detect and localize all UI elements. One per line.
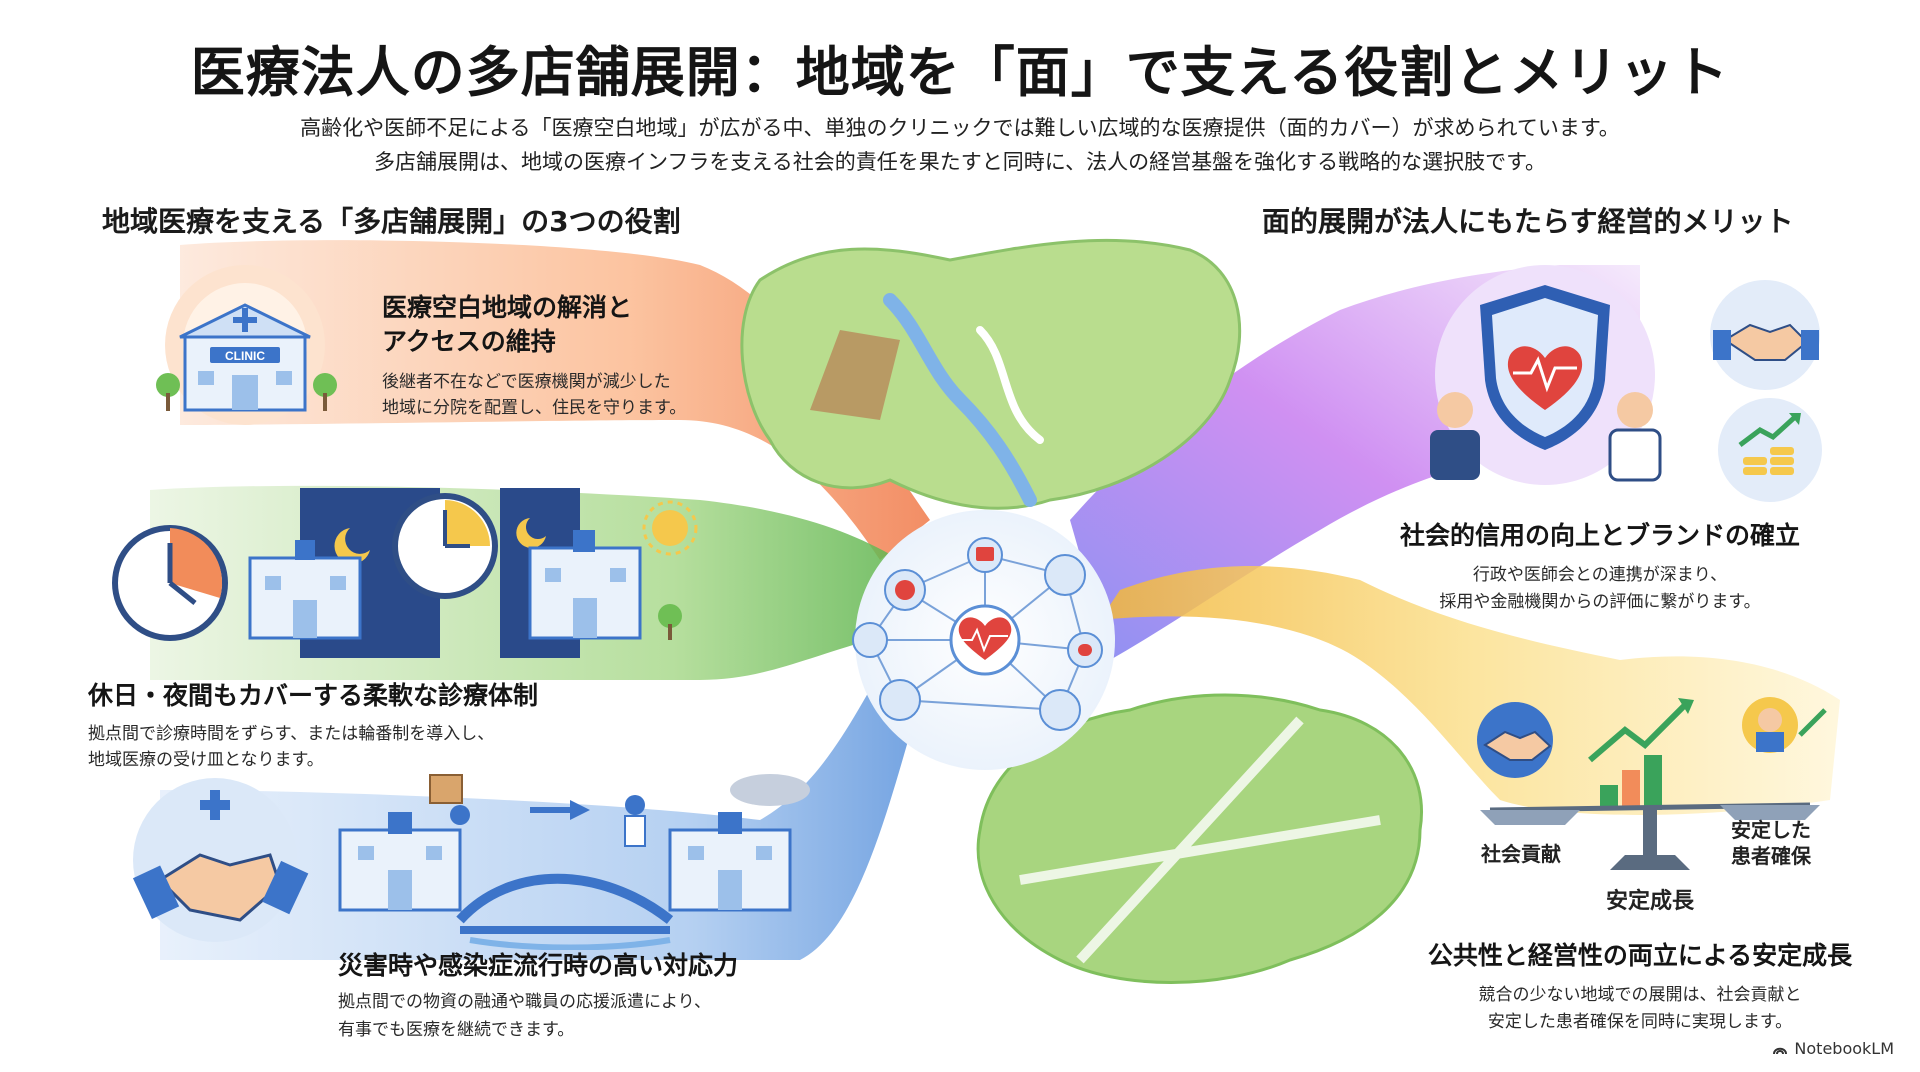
coins-growth-icon [1718, 398, 1822, 502]
role-1-title-line-2: アクセスの維持 [382, 327, 556, 356]
merit-2-text-line-1: 競合の少ない地域での展開は、社会貢献と [1478, 985, 1802, 1005]
scale-right-label-line-1: 安定した [1731, 818, 1811, 842]
page-title: 医療法人の多店舗展開：地域を「面」で支える役割とメリット [190, 41, 1730, 104]
role-1-title-line-1: 医療空白地域の解消と [382, 293, 633, 322]
role-1-text-line-1: 後継者不在などで医療機関が減少した [382, 372, 671, 392]
left-section-heading: 地域医療を支える「多店舗展開」の3つの役割 [102, 205, 681, 238]
clinic-icon: CLINIC [156, 265, 337, 425]
subtitle-line-2: 多店舗展開は、地域の医療インフラを支える社会的責任を果たすと同時に、法人の経営基… [373, 150, 1546, 174]
handshake-icon [132, 774, 810, 950]
scale-right-label-line-2: 患者確保 [1731, 844, 1811, 868]
notebooklm-icon [1773, 1047, 1788, 1054]
merit-2-text-line-2: 安定した患者確保を同時に実現します。 [1487, 1012, 1793, 1032]
clock-icon [112, 488, 698, 658]
role-3-text-line-1: 拠点間での物資の融通や職員の応援派遣により、 [338, 992, 711, 1012]
scale-left-label: 社会貢献 [1481, 842, 1561, 866]
footer-brand-label: NotebookLM [1794, 1039, 1894, 1058]
clinic-sign: CLINIC [225, 349, 265, 363]
footer-brand: NotebookLM [1772, 1039, 1894, 1058]
role-3-title: 災害時や感染症流行時の高い対応力 [338, 951, 739, 980]
role-2-title: 休日・夜間もカバーする柔軟な診療体制 [88, 681, 539, 710]
merit-2-title: 公共性と経営性の両立による安定成長 [1427, 941, 1853, 970]
role-1-text-line-2: 地域に分院を配置し、住民を守ります。 [382, 398, 687, 418]
shield-heart-icon [1430, 265, 1820, 485]
role-3-text-line-2: 有事でも医療を継続できます。 [338, 1020, 575, 1040]
role-2-text-line-1: 拠点間で診療時間をずらす、または輪番制を導入し、 [88, 724, 495, 744]
merit-1-text-line-1: 行政や医師会との連携が深まり、 [1472, 565, 1728, 585]
role-card-1: CLINIC [140, 265, 350, 429]
merit-1-title: 社会的信用の向上とブランドの確立 [1399, 521, 1800, 550]
role-2-text-line-2: 地域医療の受け皿となります。 [88, 750, 324, 770]
merit-1-text-line-2: 採用や金融機関からの評価に繋がります。 [1439, 592, 1761, 612]
scale-base-label: 安定成長 [1605, 889, 1694, 914]
right-section-heading: 面的展開が法人にもたらす経営的メリット [1262, 205, 1794, 238]
subtitle-line-1: 高齢化や医師不足による「医療空白地域」が広がる中、単独のクリニックでは難しい広域… [300, 116, 1620, 140]
balance-scale-icon [1477, 697, 1827, 870]
